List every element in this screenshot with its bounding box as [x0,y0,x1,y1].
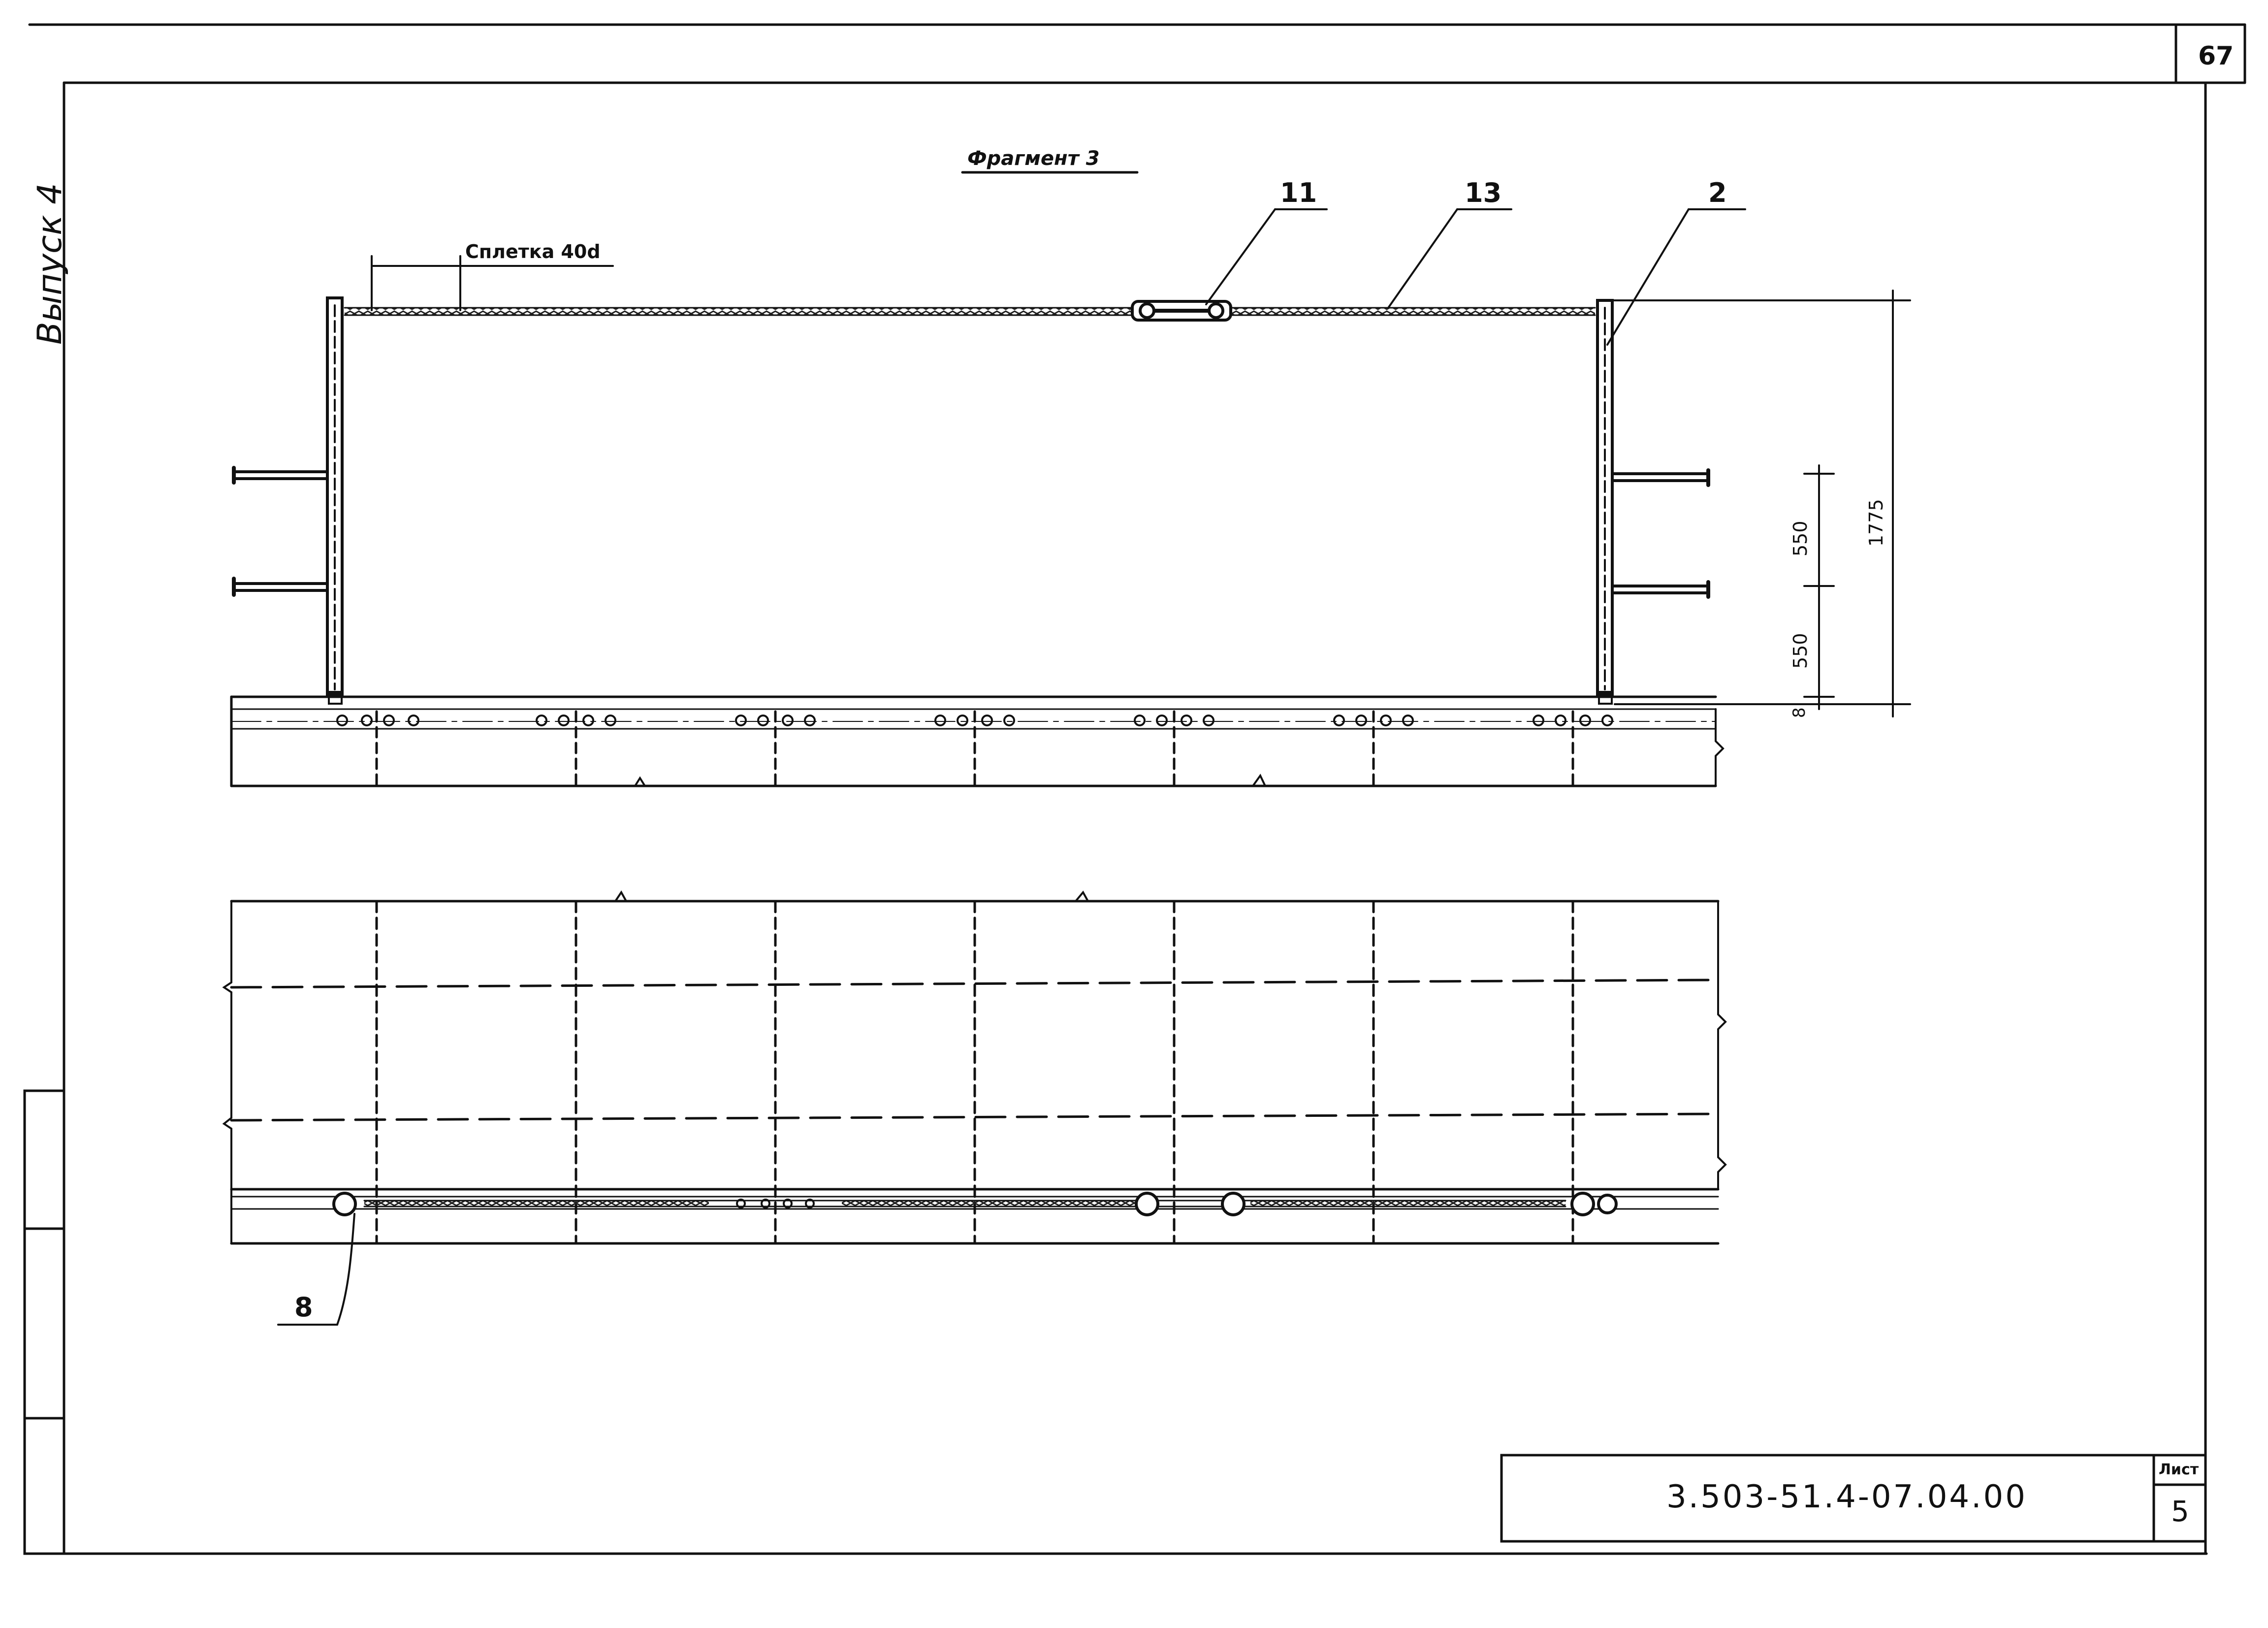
elevation-view [230,208,1911,787]
callout-2: 2 [1708,177,1727,208]
callout-13: 13 [1465,177,1502,208]
dimension-550-upper: 550 [1789,521,1811,556]
sheet-label: Лист [2159,1461,2199,1478]
sheet-frame [23,23,2246,1555]
fragment-title: Фрагмент 3 [967,147,1100,170]
dimension-8: 8 [1789,707,1809,718]
callout-leaders [1205,208,1746,346]
callout-8: 8 [294,1292,313,1323]
right-post [1596,299,1710,696]
callout-8-leader [277,1213,355,1326]
height-dimensions [1611,290,1911,717]
bolt-holes-elevation [328,691,1613,726]
dimension-550-lower: 550 [1789,633,1811,669]
drawing-designation: 3.503-51.4-07.04.00 [1666,1479,2027,1515]
issue-label: Выпуск 4 [31,183,69,345]
top-cable [344,300,1596,322]
deck-slab-plan [222,890,1727,1245]
callout-11: 11 [1280,177,1317,208]
splice-dimension [371,255,614,311]
plan-cable [332,1192,1618,1216]
title-block [1500,1454,2207,1543]
dimension-1775: 1775 [1865,499,1887,547]
splice-note: Сплетка 40d [465,241,601,262]
deck-slab-elevation [230,695,1725,787]
sheet-number: 5 [2171,1495,2189,1528]
page-number: 67 [2198,41,2234,71]
plan-view [222,890,1727,1326]
left-post [232,296,344,696]
